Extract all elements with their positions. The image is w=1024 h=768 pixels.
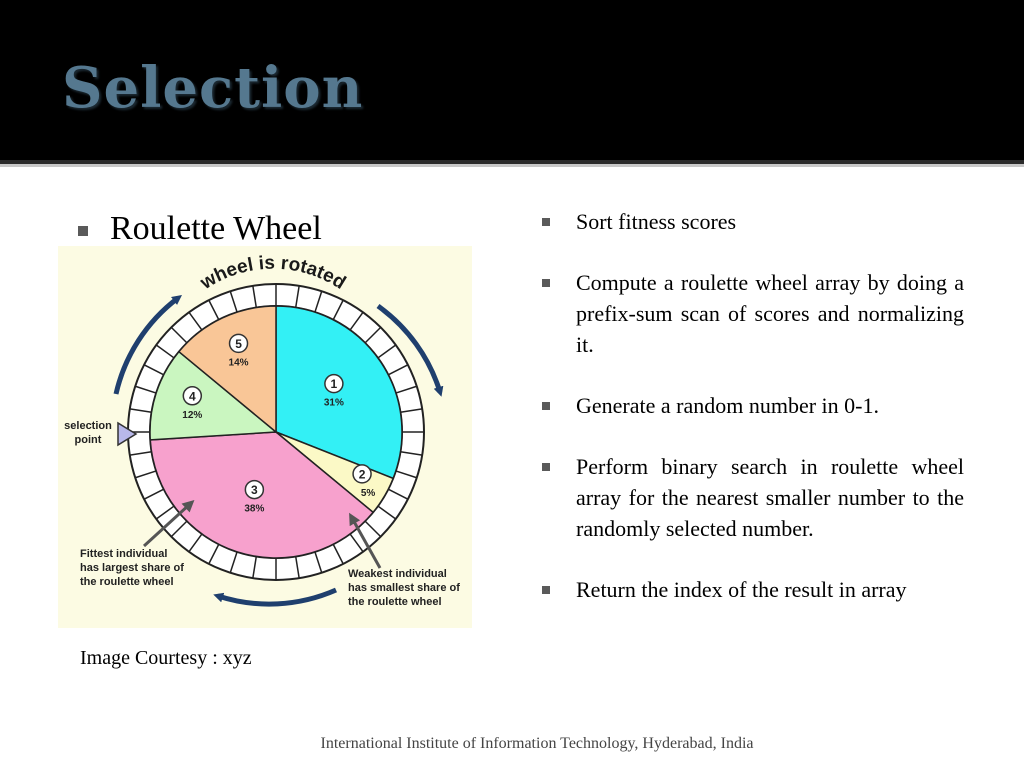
slice-number-label: 5 xyxy=(235,337,242,351)
slice-number-label: 3 xyxy=(251,483,258,497)
rim-segment-divider xyxy=(143,488,165,500)
rim-segment-divider xyxy=(252,285,258,308)
rim-segment-divider xyxy=(208,543,220,565)
pie-slice-5 xyxy=(177,305,277,434)
fittest-note-line3: the roulette wheel xyxy=(80,576,174,588)
list-item-text: Compute a roulette wheel array by doing … xyxy=(576,270,964,357)
bullet-square-icon xyxy=(542,279,550,287)
pie-slice-4 xyxy=(149,350,278,441)
weakest-note-line3: the roulette wheel xyxy=(348,596,442,608)
fittest-note-line2: has largest share of xyxy=(80,562,184,574)
slide-footer: International Institute of Information T… xyxy=(320,735,754,752)
wheel-rim-segments xyxy=(128,284,424,580)
rim-segment-divider xyxy=(135,385,157,394)
rotation-arrow-right xyxy=(376,303,444,397)
rim-segment-divider xyxy=(387,488,409,500)
rim-segment-divider xyxy=(314,551,323,573)
rim-segment-divider xyxy=(395,470,417,479)
list-item-text: Sort fitness scores xyxy=(576,209,737,234)
rim-segment-divider xyxy=(188,311,203,331)
rim-segment-divider xyxy=(387,364,409,376)
rotation-arrow-bottom xyxy=(213,587,338,607)
fittest-pointer-arrow xyxy=(142,499,195,548)
slice-percent-label: 14% xyxy=(229,357,249,368)
slice-number-badge xyxy=(244,479,265,500)
bullet-square-icon xyxy=(542,402,550,410)
rim-segment-divider xyxy=(252,556,258,579)
rim-segment-divider xyxy=(332,299,344,321)
slice-number-badge xyxy=(352,464,372,484)
rim-segment-divider xyxy=(229,291,238,313)
slice-number-badge xyxy=(228,333,249,354)
bullet-square-icon xyxy=(542,218,550,226)
slice-number-label: 2 xyxy=(359,467,366,481)
rim-segment-divider xyxy=(364,326,382,344)
slice-percent-label: 31% xyxy=(324,398,344,409)
rotation-arrow-left xyxy=(113,294,182,395)
roulette-wheel-diagram: 131%25%338%412%514% wheel is rotated sel… xyxy=(58,246,472,628)
steps-list: Sort fitness scores Compute a roulette w… xyxy=(542,206,964,635)
rim-segment-divider xyxy=(377,344,397,359)
title-divider-light xyxy=(0,164,1024,167)
weakest-pointer-arrow xyxy=(349,512,382,569)
title-divider-dark xyxy=(0,160,1024,164)
rim-segment-divider xyxy=(395,385,417,394)
bullet-square-icon xyxy=(78,226,88,236)
rim-segment-divider xyxy=(349,533,364,553)
rim-segment-divider xyxy=(129,450,152,456)
rim-segment-divider xyxy=(188,533,203,553)
weakest-note-line1: Weakest individual xyxy=(348,568,447,580)
list-item: Sort fitness scores xyxy=(542,206,964,237)
slice-percent-label: 12% xyxy=(182,410,202,421)
list-item-text: Generate a random number in 0-1. xyxy=(576,393,879,418)
slice-percent-label: 38% xyxy=(244,504,264,515)
title-bar xyxy=(0,0,1024,160)
slide-title: Selection xyxy=(62,55,364,121)
list-item: Return the index of the result in array xyxy=(542,574,964,605)
rim-segment-divider xyxy=(364,520,382,538)
rim-segment-divider xyxy=(294,556,300,579)
rim-segment-divider xyxy=(229,551,238,573)
selection-label-line1: selection xyxy=(64,420,112,432)
rim-segment-divider xyxy=(294,285,300,308)
slice-percent-label: 5% xyxy=(361,488,376,499)
fittest-note-line1: Fittest individual xyxy=(80,548,167,560)
rim-segment-divider xyxy=(143,364,165,376)
rim-segment-divider xyxy=(129,408,152,414)
list-item-text: Perform binary search in roulette wheel … xyxy=(576,454,964,541)
slice-number-badge xyxy=(324,373,344,394)
rim-segment-divider xyxy=(400,408,423,414)
list-item: Generate a random number in 0-1. xyxy=(542,390,964,421)
image-courtesy: Image Courtesy : xyz xyxy=(80,647,252,669)
slice-number-badge xyxy=(182,386,203,406)
rim-segment-divider xyxy=(155,344,175,359)
rim-segment-divider xyxy=(208,299,220,321)
rim-segment-divider xyxy=(155,505,175,520)
slice-number-label: 1 xyxy=(331,377,338,391)
rim-segment-divider xyxy=(400,450,423,456)
rim-segment-divider xyxy=(314,291,323,313)
bullet-square-icon xyxy=(542,463,550,471)
bullet-square-icon xyxy=(542,586,550,594)
rim-segment-divider xyxy=(349,311,364,331)
slice-number-label: 4 xyxy=(189,389,196,403)
selection-label-line2: point xyxy=(75,434,102,446)
list-item-text: Return the index of the result in array xyxy=(576,577,907,602)
list-item: Compute a roulette wheel array by doing … xyxy=(542,267,964,360)
list-item: Perform binary search in roulette wheel … xyxy=(542,451,964,544)
pie-slice-1 xyxy=(275,305,403,480)
rim-segment-divider xyxy=(332,543,344,565)
selection-pointer-icon xyxy=(117,421,138,447)
rim-segment-divider xyxy=(170,520,188,538)
weakest-note-line2: has smallest share of xyxy=(348,582,460,594)
rim-segment-divider xyxy=(135,470,157,479)
left-heading: Roulette Wheel xyxy=(110,210,322,247)
rim-segment-divider xyxy=(377,505,397,520)
rim-segment-divider xyxy=(170,326,188,344)
